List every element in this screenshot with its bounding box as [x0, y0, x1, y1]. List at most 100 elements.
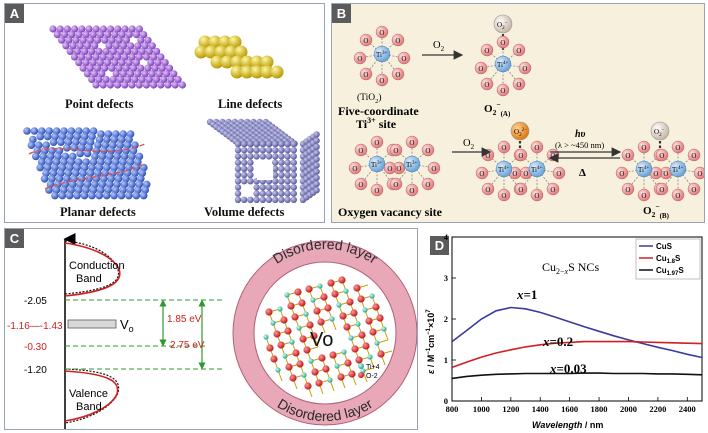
ti-atom — [355, 321, 361, 327]
o-atom — [304, 382, 312, 390]
cube-atom — [234, 184, 242, 191]
lattice-atom — [165, 64, 174, 72]
lattice-atom — [150, 81, 158, 89]
planar-atom — [95, 191, 104, 200]
oxygen-atom — [637, 140, 651, 154]
ti-atom — [367, 354, 373, 360]
o-atom — [294, 288, 302, 296]
ti-atom — [275, 367, 281, 373]
lattice-atom — [96, 59, 104, 67]
o-atom — [313, 307, 321, 315]
cube-atom — [284, 171, 291, 179]
cube-atom — [272, 171, 279, 179]
lattice-atom — [134, 70, 142, 78]
cube-atom — [247, 140, 254, 148]
planar-atom — [110, 191, 118, 200]
site1-line2: Ti3+ site — [356, 116, 397, 131]
ti-atom — [343, 288, 349, 294]
lattice-atom — [101, 64, 109, 72]
lattice-atom — [125, 31, 133, 39]
lattice-atom — [127, 42, 135, 50]
adsorbate-label: O2− — [654, 128, 665, 138]
oxygen-atom — [389, 143, 403, 157]
oxygen-label: O — [501, 144, 506, 152]
lattice-atom — [122, 36, 130, 44]
oxygen-label: O — [663, 170, 668, 178]
lattice-atom — [171, 81, 179, 89]
oxygen-label: O — [395, 37, 400, 45]
cube-atom — [253, 140, 260, 148]
rod-atom — [260, 55, 274, 69]
cube-atom — [272, 165, 279, 172]
lattice-atom — [137, 64, 145, 72]
oxygen-label: O — [641, 192, 646, 200]
cube-atom — [272, 196, 279, 203]
o-atom — [311, 368, 319, 376]
cube-atom — [253, 196, 260, 203]
lattice-atom — [161, 59, 169, 67]
lattice-atom — [164, 81, 172, 89]
oxygen-label: O — [425, 181, 430, 189]
oxygen-label: O — [409, 139, 414, 147]
oxygen-atom — [480, 43, 494, 57]
o-atom — [303, 346, 311, 354]
rod-atom — [198, 35, 212, 49]
o-atom — [327, 279, 335, 287]
cube-atom — [278, 165, 285, 172]
o-atom — [285, 363, 293, 371]
titanium-label: Ti3+ — [371, 161, 382, 169]
lattice-atom — [66, 47, 74, 56]
oxygen-label: O — [478, 65, 483, 73]
x-tick-label: 1000 — [473, 404, 490, 414]
vb-label-2: Band — [76, 401, 102, 413]
cube-atom — [278, 196, 285, 203]
cube-atom — [253, 147, 260, 154]
x-tick-label: 2000 — [620, 404, 637, 414]
series-line-1 — [451, 340, 703, 369]
oxygen-atom — [615, 166, 629, 180]
lattice-atom — [124, 75, 132, 83]
panel-a-tag: A — [5, 4, 24, 23]
oxygen-label: O — [484, 47, 489, 55]
legend-ti-label: Ti+4 — [366, 364, 380, 371]
legend-o-label: O-2 — [366, 373, 378, 380]
planar-atom — [49, 138, 58, 146]
cube-atom — [234, 171, 242, 179]
lattice-atom — [106, 53, 115, 61]
o-atom — [339, 312, 347, 320]
lattice-atom — [102, 75, 110, 83]
y-tick-label: 0 — [444, 396, 448, 406]
o-atom — [266, 344, 274, 352]
lattice-atom — [151, 64, 159, 72]
cube-atom — [247, 196, 254, 203]
cube-atom — [290, 178, 297, 185]
lattice-atom — [144, 64, 152, 72]
x-tick-label: 1600 — [561, 404, 578, 414]
o-atom — [365, 317, 373, 325]
o-atom — [318, 354, 326, 362]
lattice-atom — [108, 64, 116, 72]
oxygen-atom — [359, 67, 373, 81]
oxygen-atom — [375, 25, 389, 39]
panel-c: C Conduction Band Valence Band Vo -2.05 … — [4, 228, 418, 430]
rod-atom — [210, 55, 224, 69]
lattice-atom — [108, 36, 116, 44]
annot-x003: x=0.03 — [549, 361, 587, 376]
o-atom — [337, 373, 345, 381]
o-atom — [287, 302, 295, 310]
lattice-atom — [79, 36, 87, 44]
oxygen-label: O — [523, 170, 528, 178]
lattice-atom — [76, 42, 84, 50]
oxygen-label: O — [431, 165, 436, 173]
oxygen-label: O — [485, 186, 490, 194]
cube-atom — [247, 147, 254, 154]
annot-x02: x=0.2 — [542, 334, 573, 349]
y-tick-label: 2 — [444, 314, 448, 324]
energy-120: -1.20 — [24, 365, 47, 376]
oxygen-label: O — [374, 139, 379, 147]
o-atom — [372, 303, 380, 311]
adsorbate-label: O2− — [497, 21, 508, 31]
lattice-atom — [154, 59, 162, 67]
ti-atom — [282, 353, 288, 359]
